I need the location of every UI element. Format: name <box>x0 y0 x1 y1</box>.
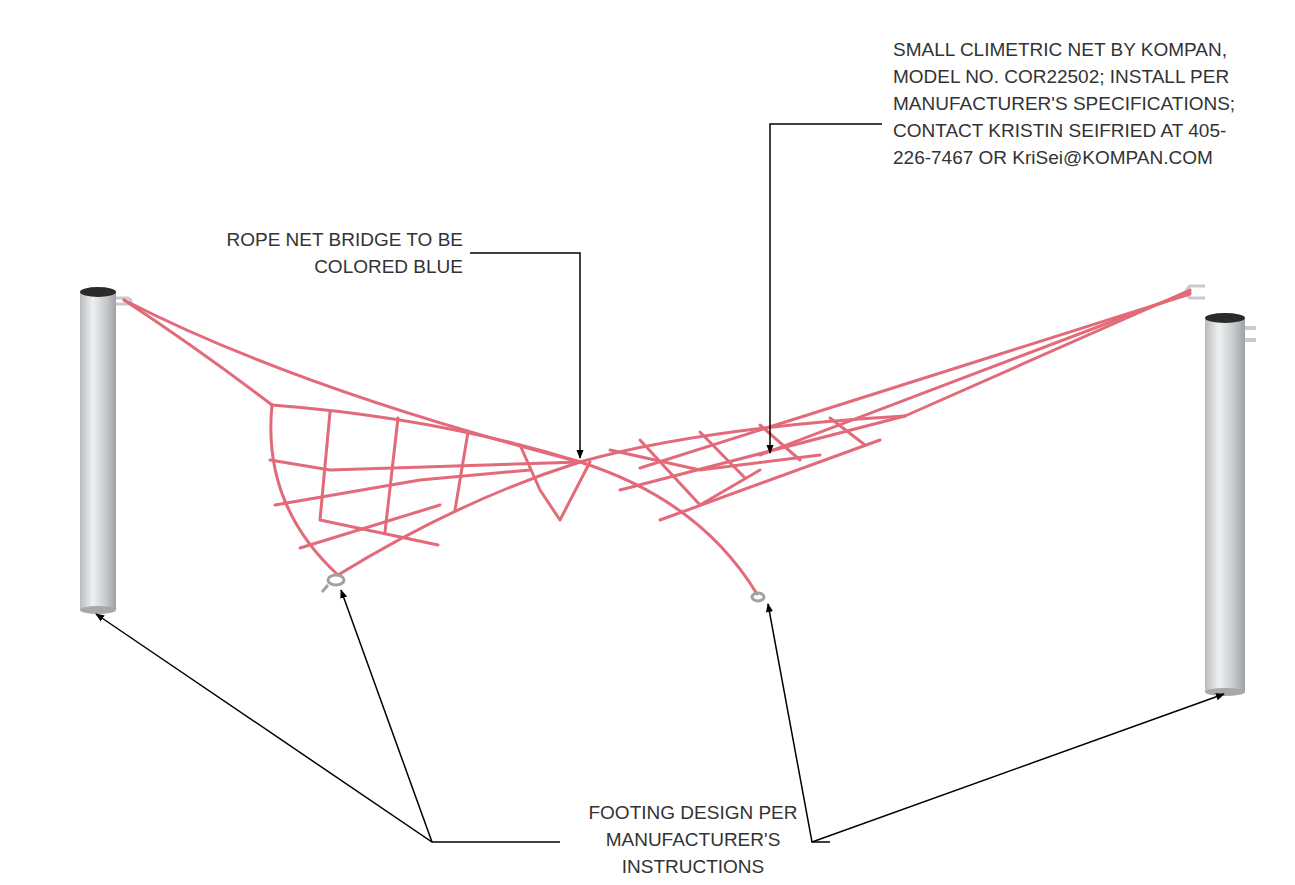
rope <box>760 425 800 460</box>
rope <box>270 460 580 470</box>
product-note: SMALL CLIMETRIC NET BY KOMPAN, MODEL NO.… <box>893 36 1238 171</box>
leader-line <box>96 614 560 842</box>
footing-note: FOOTING DESIGN PER MANUFACTURER'S INSTRU… <box>568 799 818 880</box>
rope <box>455 432 468 510</box>
leader-line <box>770 124 882 453</box>
leader-line <box>812 694 1224 842</box>
leader-line <box>341 590 432 842</box>
leader-line <box>470 253 580 458</box>
rope <box>300 505 440 548</box>
post-cap <box>1205 313 1245 323</box>
post-cap <box>80 287 116 297</box>
post-base <box>80 606 116 614</box>
left-post <box>80 287 131 614</box>
rope <box>620 416 905 490</box>
ground-anchor <box>752 593 764 601</box>
ground-anchor <box>322 575 344 592</box>
right-post <box>1187 286 1257 696</box>
rope <box>385 418 398 532</box>
leader-lines <box>96 124 1224 842</box>
rope <box>700 432 745 478</box>
rope <box>760 292 1190 455</box>
post-base <box>1205 688 1245 696</box>
anchor-shackle <box>328 575 344 585</box>
rope-net <box>124 290 1190 594</box>
post-bracket <box>1245 328 1256 340</box>
rope <box>610 450 820 470</box>
post-body <box>80 292 116 610</box>
rope <box>640 440 760 505</box>
anchor-shackle <box>752 593 764 601</box>
anchor-bolt <box>322 585 328 592</box>
rope <box>124 300 580 462</box>
color-note: ROPE NET BRIDGE TO BE COLORED BLUE <box>205 226 463 280</box>
rope <box>640 294 1190 468</box>
rope <box>275 470 530 505</box>
rope <box>338 416 905 575</box>
rope <box>272 405 757 594</box>
post-body <box>1205 318 1245 692</box>
rope <box>124 300 272 405</box>
